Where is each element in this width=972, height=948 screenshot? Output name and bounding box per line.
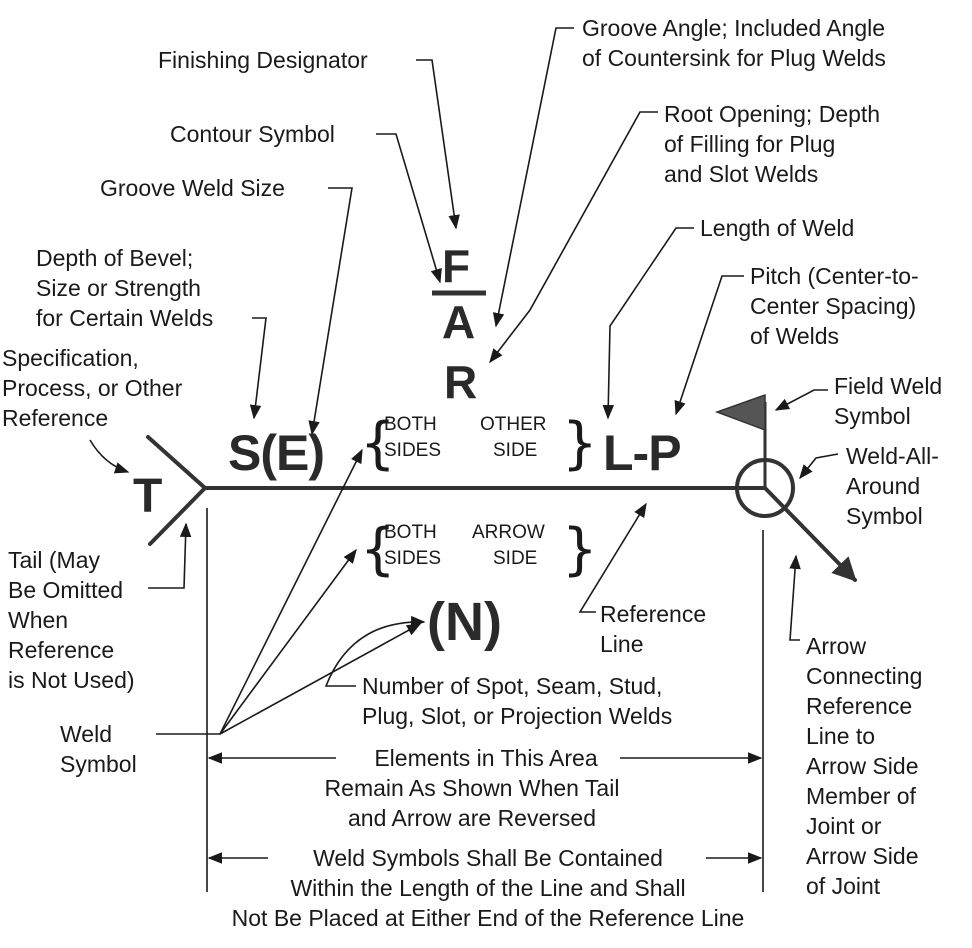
other-side-brace-left: { [360,411,396,476]
leader-field-weld [774,389,828,411]
tail-label-line1: Tail (May [8,547,101,573]
contained-label-line2: Within the Length of the Line and Shall [290,875,685,901]
pitch-label-line2: Center Spacing) [750,293,916,319]
arrow-connecting-label-line1: Arrow [806,633,866,659]
arrow-connecting-label-line4: Line to [806,723,875,749]
arrow-connecting-label-line6: Member of [806,783,917,809]
pitch-label-line3: of Welds [750,323,839,349]
leader-root-opening [489,111,658,364]
number-of-welds-label-line2: Plug, Slot, or Projection Welds [362,703,672,729]
depth-bevel-label-line3: for Certain Welds [36,305,213,331]
reference-line-label-line2: Line [600,631,643,657]
arrow-side-both-line1: BOTH [384,522,437,543]
root-opening-label-line3: and Slot Welds [664,161,818,187]
elements-area-label-line1: Elements in This Area [374,745,598,771]
number-of-welds-label-line1: Number of Spot, Seam, Stud, [362,673,662,699]
groove-angle-label-line2: of Countersink for Plug Welds [582,45,886,71]
finishing-symbol-text: F [442,240,470,292]
weld-symbol-label-line2: Symbol [60,751,137,777]
field-weld-flag-icon [714,393,766,432]
contour-symbol-label: Contour Symbol [170,121,335,147]
other-side-side-line1: OTHER [480,414,547,435]
tail-upper-stroke [146,435,207,490]
field-weld-label-line2: Symbol [834,403,911,429]
root-opening-label-line2: of Filling for Plug [664,131,835,157]
leader-weld-symbol-3 [219,623,422,735]
tail-label-line3: When [8,607,68,633]
weld-symbol-label-line1: Weld [60,721,112,747]
root-opening-text: R [444,356,477,408]
other-side-both-line2: SIDES [384,440,441,461]
groove-angle-text: A [442,296,475,348]
leader-groove-angle [492,27,574,328]
leader-pitch [674,275,744,416]
tail-label-line2: Be Omitted [8,577,123,603]
arrow-connecting-label-line9: of Joint [806,873,881,899]
arrow-connecting-label-line7: Joint or [806,813,882,839]
root-opening-label-line1: Root Opening; Depth [664,101,880,127]
groove-angle-label-line1: Groove Angle; Included Angle [582,15,885,41]
tail-label-line5: is Not Used) [8,667,135,693]
length-pitch-text: L-P [603,425,681,481]
leader-finishing [416,59,460,230]
contained-label-line3: Not Be Placed at Either End of the Refer… [232,905,745,931]
number-of-welds-text: (N) [427,592,502,652]
leader-length [602,227,694,420]
finishing-designator-label: Finishing Designator [158,47,368,73]
weld-all-around-label-line1: Weld-All- [846,443,939,469]
other-side-side-line2: SIDE [493,440,537,461]
reference-line-label-line1: Reference [600,601,706,627]
spec-label-line3: Reference [2,405,108,431]
tail-lower-stroke [148,486,207,546]
arrow-connecting-label-line5: Arrow Side [806,753,918,779]
spec-label-line1: Specification, [2,345,139,371]
arrow-connecting-label-line3: Reference [806,693,912,719]
leader-number [324,615,426,687]
leader-depth-bevel [249,317,267,420]
arrow-connecting-label-line8: Arrow Side [806,843,918,869]
tail-reference-text: T [133,470,162,523]
leader-arrow-connecting [789,554,801,641]
elements-area-label-line2: Remain As Shown When Tail [325,775,620,801]
arrow-connecting-label-line2: Connecting [806,663,922,689]
length-of-weld-label: Length of Weld [700,215,854,241]
weld-all-around-label-line2: Around [846,473,920,499]
depth-bevel-label-line2: Size or Strength [36,275,201,301]
leader-contour [376,133,442,284]
weld-all-around-label-line3: Symbol [846,503,923,529]
leader-tail [148,522,192,589]
contained-label-line1: Weld Symbols Shall Be Contained [313,845,663,871]
leader-weld-symbol-2 [219,548,357,735]
leader-weld-all-around [799,453,839,480]
weld-size-text: S(E) [228,425,324,481]
pitch-label-line1: Pitch (Center-to- [750,263,919,289]
leader-weld-symbol-1 [156,448,363,735]
other-side-brace-right: } [562,411,598,476]
depth-bevel-label-line1: Depth of Bevel; [36,245,193,271]
field-weld-label-line1: Field Weld [834,373,942,399]
spec-label-line2: Process, or Other [2,375,183,401]
groove-weld-size-label: Groove Weld Size [100,175,285,201]
arrow-side-side-line1: ARROW [472,522,545,543]
other-side-both-line1: BOTH [384,414,437,435]
leader-groove-size [308,187,353,436]
tail-label-line4: Reference [8,637,114,663]
leader-spec [89,439,130,474]
arrow-side-brace-right: } [562,517,598,582]
arrow-side-both-line2: SIDES [384,548,441,569]
arrow-line [763,486,857,582]
arrow-side-brace-left: { [360,517,396,582]
arrow-side-side-line2: SIDE [493,548,537,569]
elements-area-label-line3: and Arrow are Reversed [348,805,596,831]
leader-reference-line [578,502,647,613]
